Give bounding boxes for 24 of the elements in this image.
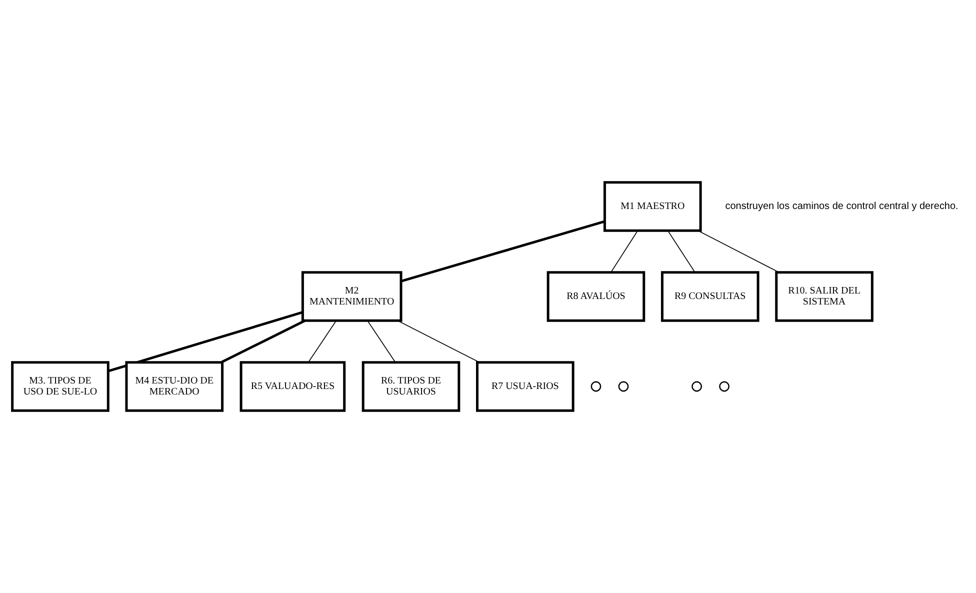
node-box: R5 VALUADO-RES (239, 361, 346, 412)
node-box: M3. TIPOS DE USO DE SUE-LO (10, 361, 109, 412)
connector (400, 220, 604, 282)
node-circle (618, 381, 628, 392)
node-box: M4 ESTU-DIO DE MERCADO (124, 361, 224, 412)
node-box: R6. TIPOS DE USUARIOS (361, 361, 460, 412)
connector (366, 320, 396, 363)
node-box: R8 AVALÚOS (546, 271, 645, 322)
node-box: R7 USUA-RIOS (476, 361, 574, 412)
connector (107, 311, 302, 372)
node-box: M1 MAESTRO (602, 181, 702, 232)
node-circle (590, 381, 601, 392)
node-circle (691, 381, 702, 392)
node-box: R10. SALIR DEL SISTEMA (774, 271, 873, 322)
connector (396, 320, 480, 363)
node-box: M2 MANTENIMIENTO (300, 271, 402, 322)
connector (666, 230, 695, 273)
connector (308, 320, 336, 363)
label: construyen los caminos de control central y derecho. (724, 201, 958, 212)
connector (697, 230, 779, 273)
connector (220, 320, 305, 364)
node-circle (718, 381, 729, 392)
node-box: R9 CONSULTAS (660, 271, 759, 322)
connector (610, 230, 638, 273)
